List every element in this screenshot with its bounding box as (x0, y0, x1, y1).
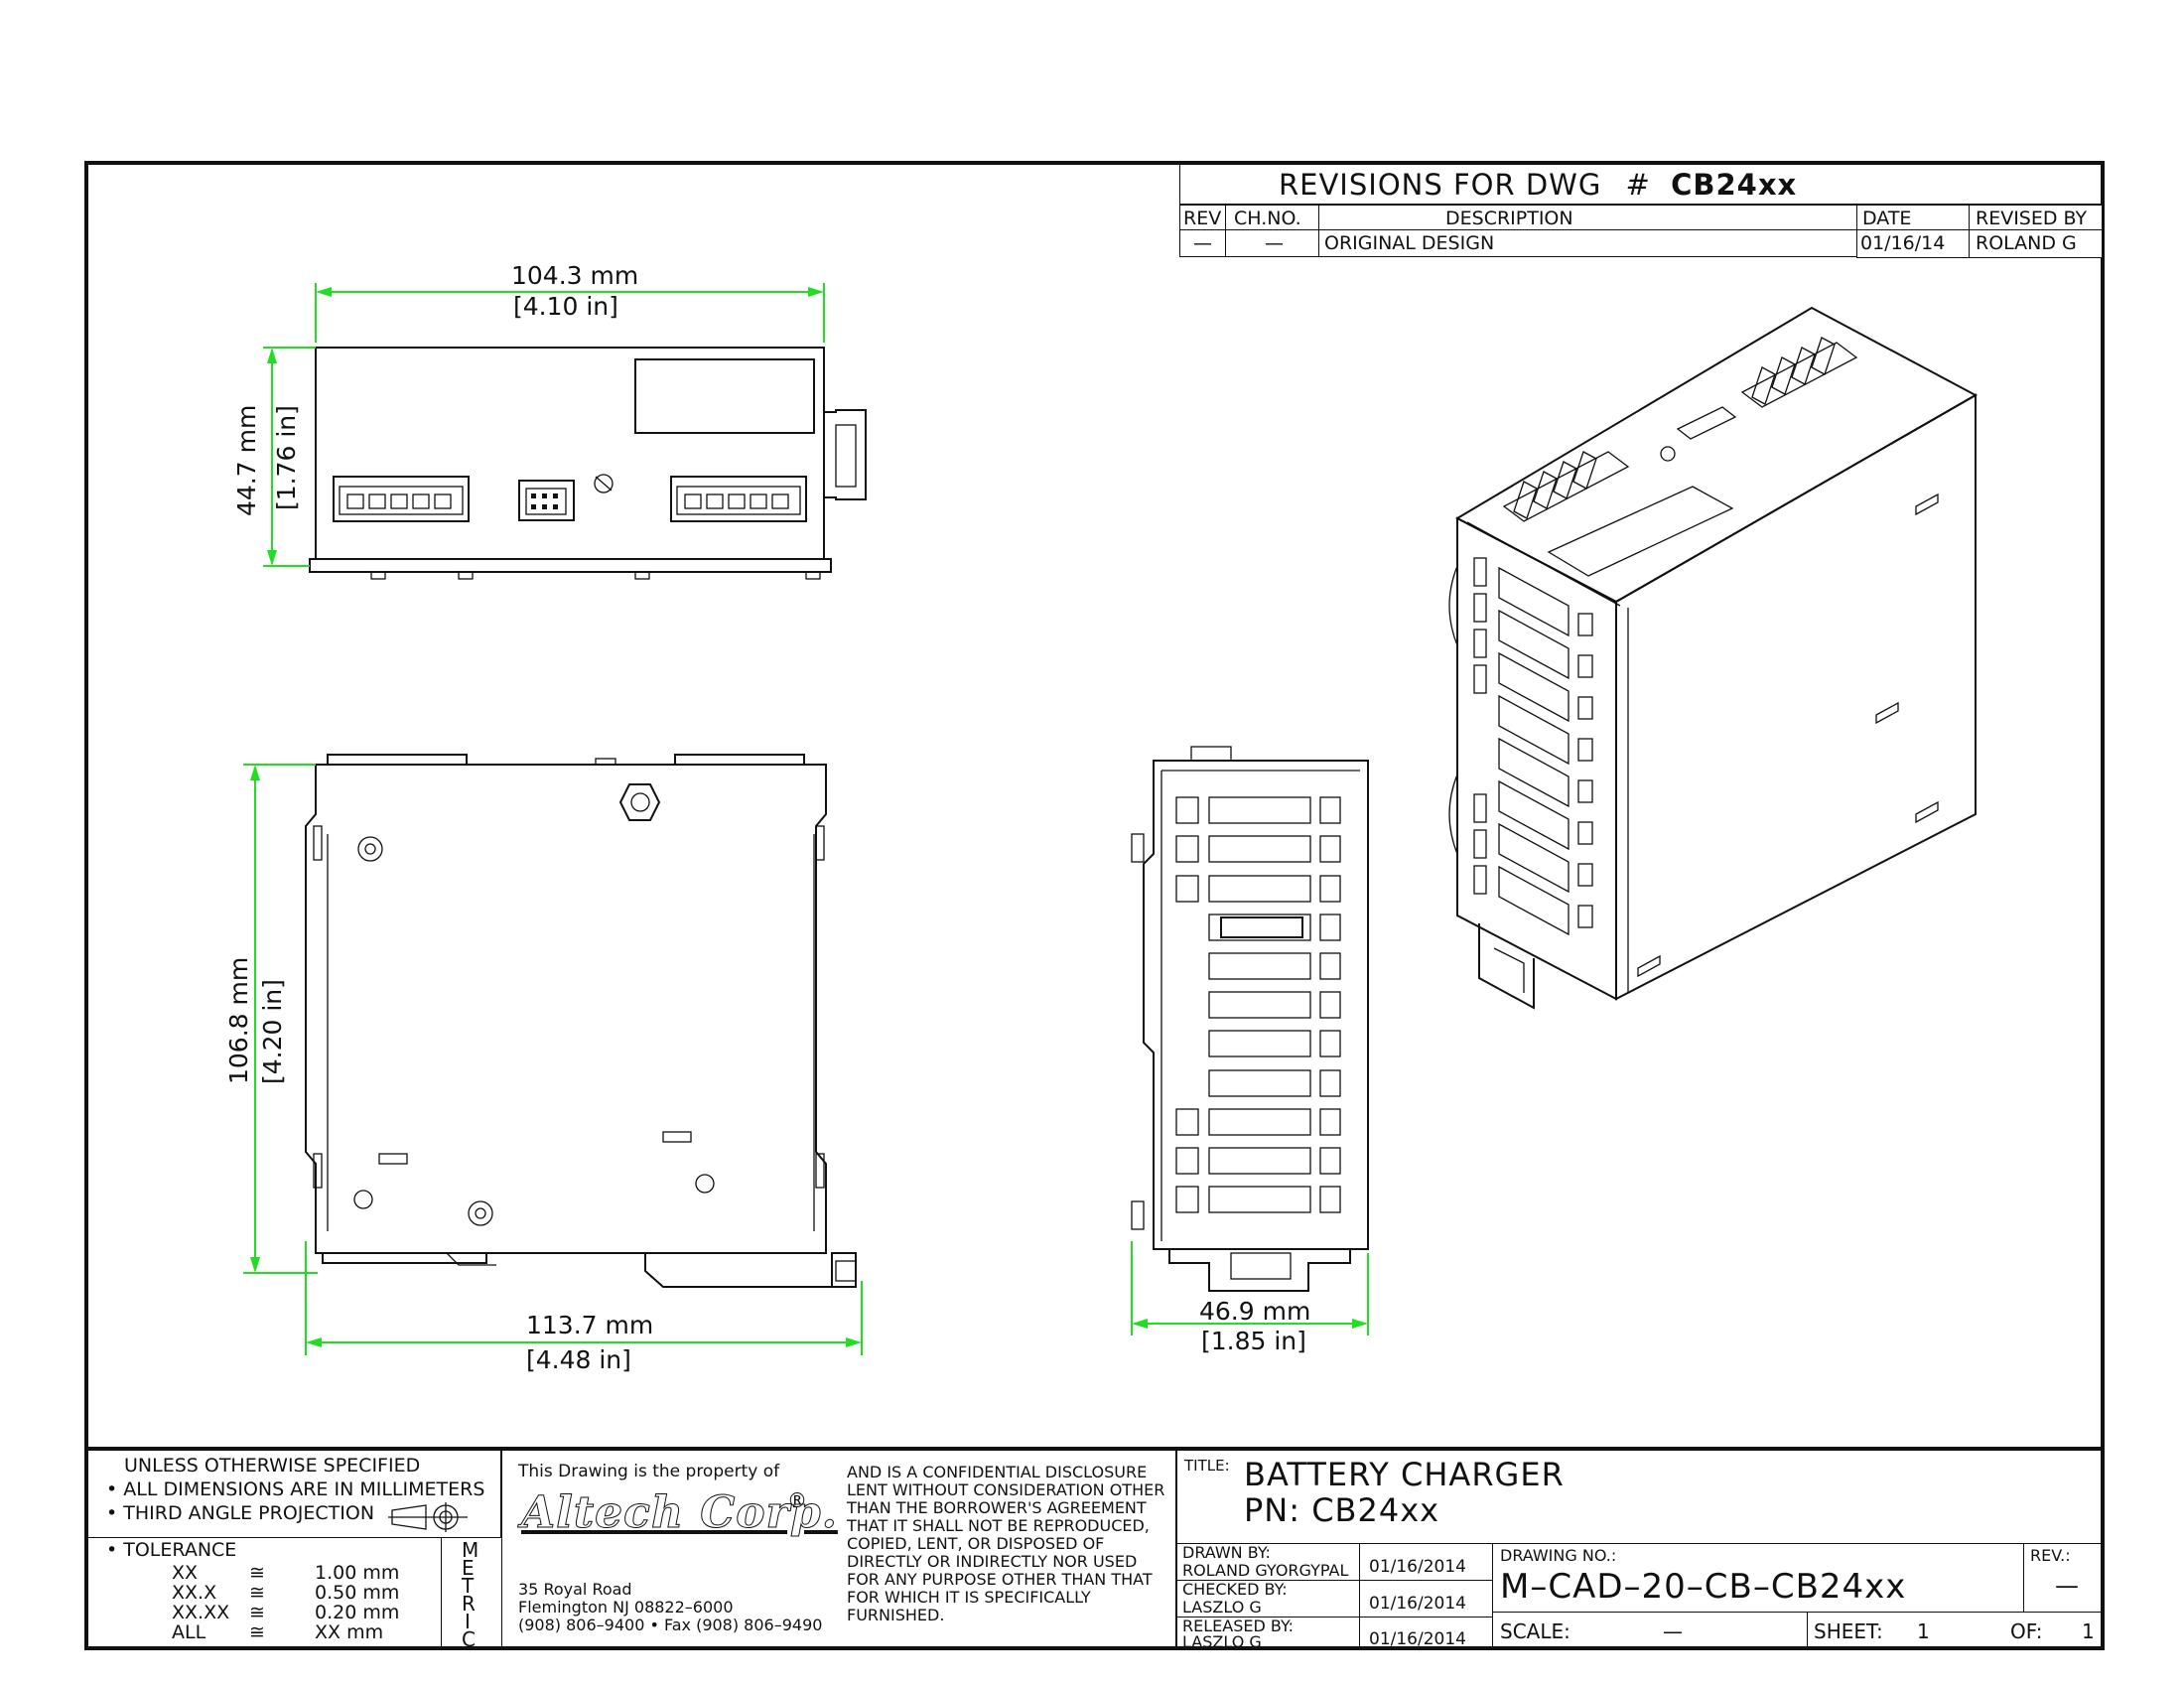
drawn-by-label: DRAWN BY: (1182, 1543, 1271, 1562)
projection-symbol-icon (388, 1502, 468, 1532)
tol-symbol: ≅ (249, 1621, 265, 1643)
rev-label: REV.: (2030, 1546, 2071, 1565)
dimensions-note: • ALL DIMENSIONS ARE IN MILLIMETERS (106, 1478, 485, 1500)
side-width-in: [1.85 in] (1201, 1327, 1306, 1355)
projection-note: • THIRD ANGLE PROJECTION (106, 1502, 375, 1524)
tol-symbol: ≅ (249, 1562, 265, 1584)
sheet-value: 1 (1917, 1619, 1930, 1643)
drawing-number: M–CAD–20–CB–CB24xx (1500, 1567, 1907, 1607)
sheet-label: SHEET: (1814, 1619, 1883, 1643)
drawing-title: BATTERY CHARGER (1244, 1456, 1565, 1493)
address-line3: (908) 806–9400 • Fax (908) 806–9490 (518, 1616, 823, 1634)
registered-mark: ® (787, 1488, 807, 1512)
released-date: 01/16/2014 (1369, 1629, 1466, 1649)
rev-value: — (1193, 232, 1212, 254)
revisions-table: REVISIONS FOR DWG # CB24xx REV CH.NO. DE… (1179, 163, 2103, 258)
drawing-sheet (84, 161, 2105, 1650)
tol-symbol: ≅ (249, 1582, 265, 1604)
front-width-mm: 113.7 mm (526, 1311, 654, 1339)
scale-value: — (1663, 1619, 1683, 1643)
checked-by-label: CHECKED BY: (1182, 1580, 1288, 1599)
description-value: ORIGINAL DESIGN (1324, 232, 1495, 254)
address-line2: Flemington NJ 08822–6000 (518, 1598, 734, 1617)
checked-date: 01/16/2014 (1369, 1594, 1466, 1614)
top-width-in: [4.10 in] (513, 292, 618, 321)
company-logo: Altech Corp. (521, 1487, 838, 1538)
tol-key: XX.XX (172, 1602, 230, 1623)
property-note: This Drawing is the property of (518, 1462, 780, 1481)
rev-header: REV (1183, 208, 1222, 229)
front-width-in: [4.48 in] (526, 1345, 631, 1374)
of-label: OF: (2010, 1619, 2043, 1643)
tol-value: 1.00 mm (315, 1562, 400, 1584)
side-width-mm: 46.9 mm (1199, 1297, 1311, 1326)
tol-value: XX mm (315, 1621, 384, 1643)
revisions-title: REVISIONS FOR DWG # CB24xx (1279, 168, 1798, 202)
title-label: TITLE: (1184, 1457, 1230, 1475)
tol-key: ALL (172, 1621, 206, 1643)
revised-by-header: REVISED BY (1976, 208, 2088, 229)
tol-key: XX.X (172, 1582, 217, 1604)
of-value: 1 (2082, 1619, 2095, 1643)
scale-label: SCALE: (1500, 1619, 1570, 1643)
chno-header: CH.NO. (1234, 208, 1301, 229)
top-view (263, 283, 867, 580)
side-view (1131, 746, 1369, 1336)
tol-value: 0.20 mm (315, 1602, 400, 1623)
tolerance-label: • TOLERANCE (106, 1539, 237, 1561)
released-by: LASZLO G (1182, 1632, 1262, 1651)
date-header: DATE (1862, 208, 1912, 229)
metric-label: M E T R I C (462, 1538, 479, 1651)
address-line1: 35 Royal Road (518, 1580, 632, 1599)
drawn-date: 01/16/2014 (1369, 1557, 1466, 1577)
revisions-date-columns: DATE REVISED BY 01/16/14 ROLAND G (1856, 205, 2103, 258)
revised-by-value: ROLAND G (1976, 232, 2077, 254)
top-width-mm: 104.3 mm (511, 261, 639, 290)
tol-value: 0.50 mm (315, 1582, 400, 1604)
title-block: UNLESS OTHERWISE SPECIFIED • ALL DIMENSI… (84, 1447, 2105, 1650)
tol-key: XX (172, 1562, 199, 1584)
checked-by: LASZLO G (1182, 1598, 1262, 1617)
unless-specified: UNLESS OTHERWISE SPECIFIED (124, 1455, 421, 1477)
description-header: DESCRIPTION (1445, 208, 1573, 229)
released-by-label: RELEASED BY: (1182, 1617, 1295, 1635)
drawn-by: ROLAND GYORGYPAL (1182, 1561, 1349, 1580)
date-value: 01/16/14 (1860, 232, 1946, 254)
isometric-view (1448, 306, 1979, 1010)
front-view (243, 754, 863, 1355)
chno-value: — (1265, 232, 1284, 254)
drawing-no-label: DRAWING NO.: (1500, 1546, 1617, 1565)
rev-value: — (2055, 1572, 2079, 1600)
part-number: PN: CB24xx (1244, 1491, 1440, 1529)
tol-symbol: ≅ (249, 1602, 265, 1623)
tolerance-table: XX ≅ 1.00 mm XX.X ≅ 0.50 mm XX.XX ≅ 0.20… (84, 1564, 442, 1647)
